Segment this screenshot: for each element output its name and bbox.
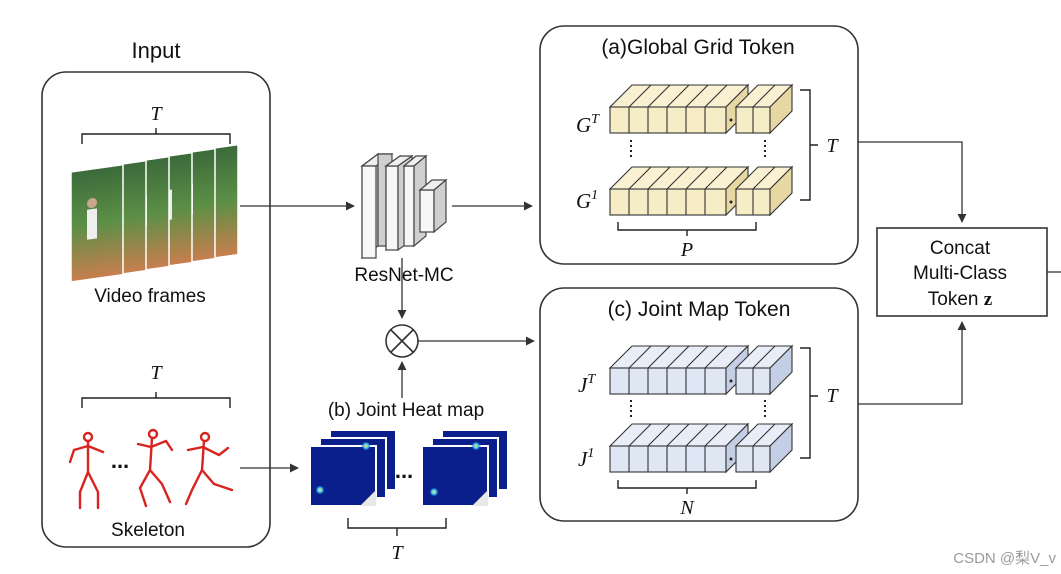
frames-t-bracket	[81, 128, 231, 144]
joint-map-dots	[630, 379, 766, 461]
skeleton-icon	[68, 428, 234, 510]
global-grid-panel	[539, 25, 859, 265]
joint-map-title: (c) Joint Map Token	[608, 298, 791, 321]
elementwise-product-icon	[385, 324, 419, 358]
concat-line3: Token z	[928, 289, 993, 310]
concat-line2: Multi-Class	[913, 263, 1007, 284]
joint-map-top-label: JT	[578, 372, 596, 397]
video-frames-icon	[70, 143, 239, 283]
global-grid-title: (a)Global Grid Token	[601, 36, 794, 59]
concat-line1: Concat	[930, 238, 991, 259]
heatmap-ellipsis: ...	[395, 458, 413, 483]
skeleton-label: Skeleton	[111, 520, 185, 541]
heatmap-label: (b) Joint Heat map	[328, 400, 484, 421]
watermark: CSDN @梨V_v	[953, 550, 1056, 567]
frames-t-label: T	[150, 103, 163, 125]
joint-heatmap-icon	[309, 429, 509, 507]
resnet-label: ResNet-MC	[354, 265, 453, 286]
video-frames-label: Video frames	[94, 286, 206, 307]
joint-map-bottom-label: J1	[578, 446, 594, 471]
joint-map-token-rows	[608, 344, 794, 474]
skeleton-t-label: T	[150, 362, 163, 384]
heatmap-t-bracket	[347, 518, 447, 536]
global-grid-dots	[630, 118, 766, 204]
global-grid-top-label: GT	[576, 112, 600, 137]
skeleton-ellipsis: ...	[111, 448, 129, 473]
global-grid-t-label: T	[826, 135, 839, 157]
joint-map-n-label: N	[679, 497, 695, 519]
heatmap-t-label: T	[391, 542, 404, 564]
global-grid-t-bracket	[800, 89, 818, 201]
concat-box	[876, 227, 1048, 317]
connectors	[240, 141, 1061, 473]
joint-map-t-bracket	[800, 347, 818, 459]
skeleton-t-bracket	[81, 392, 231, 408]
input-panel	[41, 71, 271, 548]
input-title: Input	[132, 38, 181, 63]
joint-map-t-label: T	[826, 385, 839, 407]
global-grid-p-bracket	[617, 222, 757, 236]
resnet-block-icon	[360, 152, 448, 260]
global-grid-bottom-label: G1	[576, 188, 598, 213]
global-grid-p-label: P	[680, 239, 693, 261]
joint-map-n-bracket	[617, 480, 757, 494]
